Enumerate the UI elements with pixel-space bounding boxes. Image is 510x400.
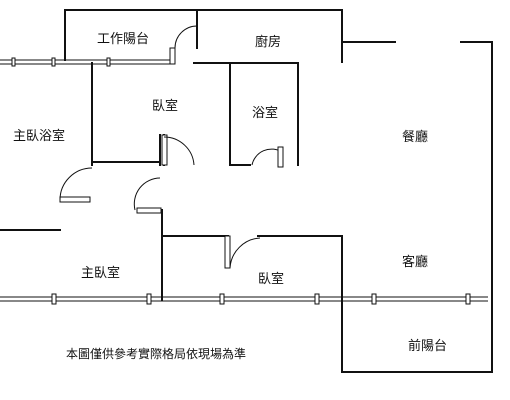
- marker: [51, 293, 57, 305]
- label-living: 客廳: [402, 255, 429, 270]
- marker: [106, 57, 111, 67]
- label-bedroom-top: 臥室: [152, 99, 179, 114]
- door-leaf-master-bedroom: [136, 207, 162, 214]
- door-leaf-service: [169, 47, 176, 65]
- door-swing-master-bedroom: [133, 177, 161, 211]
- marker: [219, 293, 225, 305]
- label-kitchen: 廚房: [255, 35, 282, 50]
- marker: [146, 293, 152, 305]
- marker: [51, 57, 56, 67]
- disclaimer-note: 本圖僅供參考實際格局依現場為準: [66, 347, 247, 361]
- marker: [11, 57, 16, 67]
- door-swing-master-bath: [59, 167, 93, 201]
- marker: [465, 293, 471, 305]
- label-dining: 餐廳: [402, 130, 429, 145]
- label-front-balcony: 前陽台: [408, 339, 448, 354]
- label-master-bath: 主臥浴室: [13, 129, 66, 144]
- door-swing-service: [174, 25, 198, 49]
- door-leaf-bedroom-bottom: [224, 235, 231, 269]
- door-swing-bedroom-bottom: [229, 237, 261, 269]
- doors: [59, 25, 284, 269]
- marker: [371, 293, 377, 305]
- label-service-balcony: 工作陽台: [97, 32, 150, 47]
- door-leaf-bath: [277, 146, 284, 168]
- label-bathroom: 浴室: [252, 106, 279, 121]
- wall-upper-left: [0, 59, 172, 65]
- window-bottom: [0, 296, 488, 302]
- label-master-bedroom: 主臥室: [81, 266, 121, 281]
- door-swing-bedroom-top: [163, 136, 195, 166]
- window-markers: [11, 57, 471, 305]
- walls: [0, 9, 493, 373]
- door-leaf-master-bath: [59, 196, 91, 203]
- marker: [314, 293, 320, 305]
- label-bedroom-bottom: 臥室: [258, 272, 285, 287]
- door-leaf-bedroom-top: [161, 134, 168, 166]
